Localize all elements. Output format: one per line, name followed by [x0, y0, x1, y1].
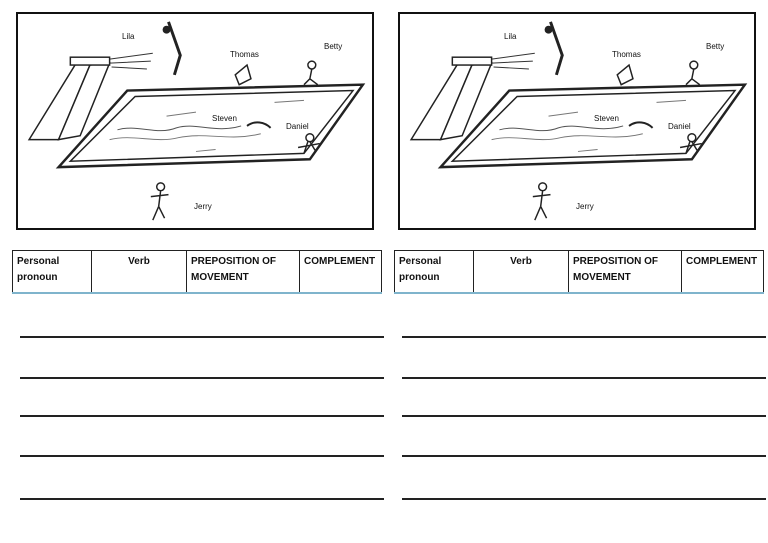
name-betty: Betty — [324, 42, 343, 51]
name-steven: Steven — [212, 114, 237, 123]
header-complement: COMPLEMENT — [681, 250, 764, 294]
header-preposition: PREPOSITION OF MOVEMENT — [186, 250, 300, 294]
worksheet-right: Lila Thomas Betty Steven Daniel Jerry Pe… — [382, 0, 766, 543]
worksheet-left: Lila Thomas Betty Steven Daniel Jerry Pe… — [0, 0, 384, 543]
answer-line[interactable] — [402, 498, 766, 500]
pool-drawing — [409, 21, 748, 221]
header-personal-pronoun: Personal pronoun — [394, 250, 474, 294]
answer-line[interactable] — [20, 455, 384, 457]
header-verb: Verb — [473, 250, 569, 294]
name-jerry: Jerry — [194, 202, 212, 211]
answer-line[interactable] — [402, 415, 766, 417]
name-daniel: Daniel — [286, 122, 309, 131]
name-thomas: Thomas — [230, 50, 259, 59]
answer-line[interactable] — [20, 377, 384, 379]
table-header-row: Personal pronoun Verb PREPOSITION OF MOV… — [12, 250, 382, 294]
name-lila: Lila — [504, 32, 517, 41]
header-preposition: PREPOSITION OF MOVEMENT — [568, 250, 682, 294]
answer-line[interactable] — [402, 336, 766, 338]
pool-illustration: Lila Thomas Betty Steven Daniel Jerry — [16, 12, 374, 230]
header-verb: Verb — [91, 250, 187, 294]
name-jerry: Jerry — [576, 202, 594, 211]
name-steven: Steven — [594, 114, 619, 123]
answer-line[interactable] — [20, 336, 384, 338]
name-betty: Betty — [706, 42, 725, 51]
name-daniel: Daniel — [668, 122, 691, 131]
name-thomas: Thomas — [612, 50, 641, 59]
name-lila: Lila — [122, 32, 135, 41]
answer-line[interactable] — [402, 377, 766, 379]
header-personal-pronoun: Personal pronoun — [12, 250, 92, 294]
pool-illustration: Lila Thomas Betty Steven Daniel Jerry — [398, 12, 756, 230]
table-header-row: Personal pronoun Verb PREPOSITION OF MOV… — [394, 250, 764, 294]
header-complement: COMPLEMENT — [299, 250, 382, 294]
grammar-table: Personal pronoun Verb PREPOSITION OF MOV… — [394, 250, 764, 294]
pool-drawing — [27, 21, 366, 221]
answer-line[interactable] — [20, 498, 384, 500]
grammar-table: Personal pronoun Verb PREPOSITION OF MOV… — [12, 250, 382, 294]
answer-line[interactable] — [20, 415, 384, 417]
answer-line[interactable] — [402, 455, 766, 457]
